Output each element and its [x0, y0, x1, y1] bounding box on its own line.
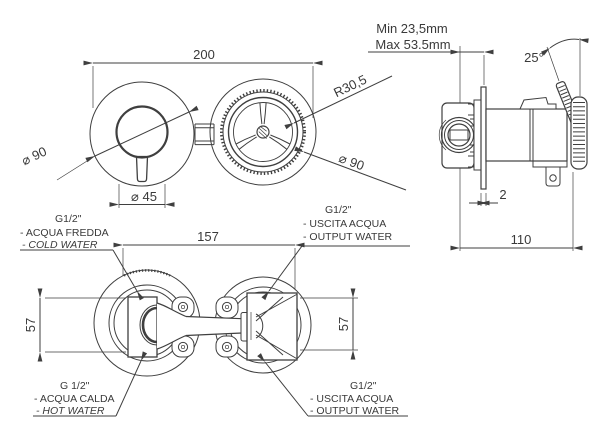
bottom-view: 157 57 57 G1/2" - ACQUA FREDDA - COLD WA…: [20, 204, 410, 417]
label-cold-water: G1/2" - ACQUA FREDDA - COLD WATER: [20, 213, 144, 301]
dim-dia90-left: ⌀ 90: [19, 105, 199, 181]
out-top-line2: - OUTPUT WATER: [303, 231, 392, 243]
cold-size: G1/2": [55, 213, 82, 225]
angle-text: 25°: [524, 50, 544, 65]
label-output-bottom: G1/2" - USCITA ACQUA - OUTPUT WATER: [257, 353, 408, 417]
dim-2: 2: [469, 187, 507, 206]
dim-dia45: ⌀ 45: [109, 184, 175, 208]
side-view: 25° Min 23,5mm Max 53.5mm 2 110: [368, 21, 589, 251]
dia-45-text: ⌀ 45: [131, 189, 157, 204]
dim-57-left-text: 57: [23, 318, 38, 332]
connecting-bar: [186, 316, 242, 336]
dim-minmax: Min 23,5mm Max 53.5mm: [368, 21, 494, 85]
dim-25deg: 25°: [524, 38, 589, 96]
side-flange: [473, 99, 482, 171]
front-connector: [194, 123, 215, 146]
dim-57-right: 57: [300, 288, 358, 360]
out-bottom-size: G1/2": [350, 380, 377, 392]
out-bottom-line2: - OUTPUT WATER: [310, 405, 399, 417]
cold-line1: - ACQUA FREDDA: [20, 227, 109, 239]
dim-dia90-right: ⌀ 90: [294, 146, 407, 191]
bottom-right-body: [246, 292, 298, 361]
label-hot-water: G 1/2" - ACQUA CALDA - HOT WATER: [33, 351, 148, 417]
hot-line2: - HOT WATER: [36, 405, 105, 417]
bottom-port: [532, 160, 568, 187]
out-bottom-line1: - USCITA ACQUA: [310, 393, 393, 405]
min-depth-text: Min 23,5mm: [376, 21, 448, 36]
out-top-size: G1/2": [325, 204, 352, 216]
dim-57-right-text: 57: [336, 317, 351, 331]
hot-size: G 1/2": [60, 380, 90, 392]
hot-line1: - ACQUA CALDA: [34, 393, 115, 405]
dim-110: 110: [450, 172, 583, 251]
wall-plate: [480, 86, 487, 190]
front-lever: [135, 155, 149, 183]
hub-hatch: [258, 126, 268, 139]
front-left-handle: [115, 105, 169, 159]
plate-thickness-text: 2: [499, 187, 506, 202]
label-output-top: G1/2" - USCITA ACQUA - OUTPUT WATER: [261, 204, 410, 301]
dim-r305: R30,5: [284, 72, 393, 130]
out-top-line1: - USCITA ACQUA: [303, 218, 386, 230]
side-lever-tab: [519, 96, 557, 110]
dim-157-text: 157: [197, 229, 219, 244]
max-depth-text: Max 53.5mm: [375, 37, 450, 52]
front-right-wheel: [209, 78, 317, 186]
side-wheel: [570, 96, 588, 170]
side-cylinder: [485, 96, 568, 187]
dim-57-left: 57: [23, 288, 126, 362]
front-view: 200 ⌀ 90 ⌀ 45 R30,5 ⌀ 90: [19, 47, 407, 208]
dim-200-text: 200: [193, 47, 215, 62]
dim-200: 200: [83, 47, 323, 118]
dim-157: 157: [113, 229, 305, 289]
mounting-brackets: [171, 296, 239, 358]
side-body: [441, 102, 475, 169]
knurl-ring: [219, 89, 306, 175]
dia-90-left-text: ⌀ 90: [19, 144, 49, 169]
bottom-knurl-arc: [123, 269, 171, 277]
dim-110-text: 110: [511, 232, 532, 247]
cold-line2: - COLD WATER: [22, 239, 98, 251]
